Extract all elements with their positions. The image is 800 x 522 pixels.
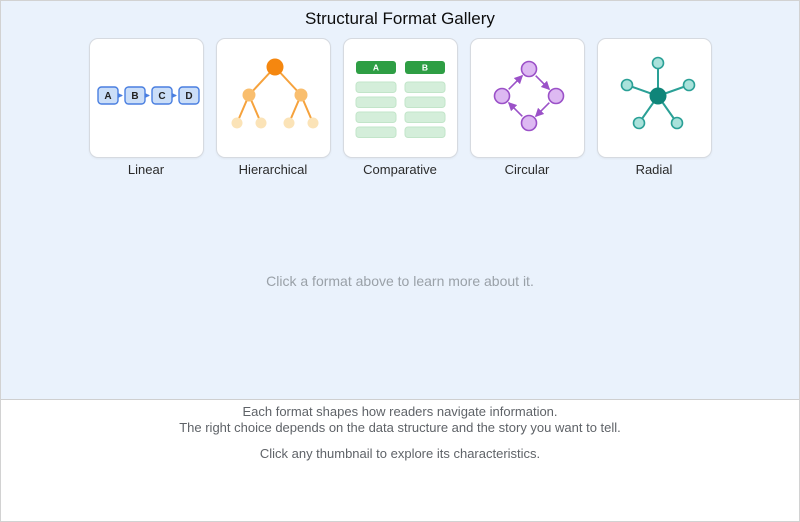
footer: Each format shapes how readers navigate … — [1, 400, 799, 521]
linear-node-label: B — [131, 91, 138, 102]
circular-thumbnail-button[interactable] — [469, 38, 585, 158]
footer-line-1: Each format shapes how readers navigate … — [242, 404, 558, 419]
format-card-radial: Radial — [596, 38, 712, 177]
footer-cta: Click any thumbnail to explore its chara… — [259, 446, 541, 461]
linear-node-label: C — [158, 91, 165, 102]
hub-and-spokes-icon — [620, 56, 695, 130]
linear-chain-icon: A B C D — [96, 86, 200, 105]
radial-thumbnail-button[interactable] — [596, 38, 712, 158]
page-title: Structural Format Gallery — [305, 9, 495, 28]
format-card-hierarchical: Hierarchical — [215, 38, 331, 177]
cycle-icon — [493, 60, 564, 132]
format-label-circular: Circular — [504, 162, 550, 177]
detail-placeholder: Click a format above to learn more about… — [266, 273, 534, 289]
linear-node-label: D — [185, 91, 192, 102]
format-card-comparative: A B Comparativ — [342, 38, 458, 177]
format-label-hierarchical: Hierarchical — [238, 162, 308, 177]
comparative-thumbnail-button[interactable]: A B — [342, 38, 458, 158]
format-label-comparative: Comparative — [363, 162, 437, 177]
format-card-circular: Circular — [469, 38, 585, 177]
hierarchical-thumbnail-button[interactable] — [215, 38, 331, 158]
linear-node-label: A — [104, 91, 111, 102]
gallery-section: Structural Format Gallery — [1, 1, 799, 400]
format-label-linear: Linear — [127, 162, 165, 177]
footer-line-2: The right choice depends on the data str… — [179, 420, 621, 435]
linear-thumbnail-button[interactable]: A B C D — [88, 38, 204, 158]
format-label-radial: Radial — [635, 162, 673, 177]
comparative-column-label: B — [421, 63, 427, 73]
format-thumbnail-row: A B C D Linear — [1, 38, 799, 177]
tree-hierarchy-icon — [231, 58, 318, 129]
comparison-columns-icon: A B — [355, 61, 445, 138]
comparative-column-label: A — [372, 63, 378, 73]
format-card-linear: A B C D Linear — [88, 38, 204, 177]
